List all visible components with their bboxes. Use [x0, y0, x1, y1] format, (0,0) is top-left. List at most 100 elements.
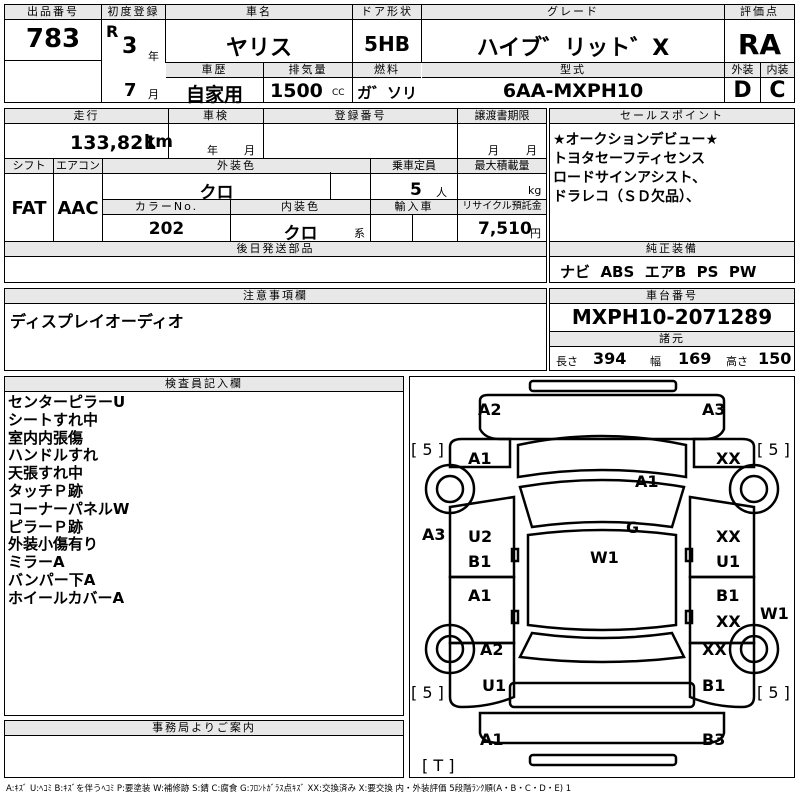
kg-unit: kg — [528, 184, 542, 197]
tire-rl-value: 5 — [422, 683, 433, 702]
width: 169 — [678, 349, 712, 368]
inspector-note: 天張すれ中 — [8, 464, 84, 483]
inspector-note: タッチＰ跡 — [8, 481, 84, 500]
selling-points: ★オークションデビュー★ トヨタセーフティセンス ロードサインアシスト、 ドラレ… — [553, 131, 718, 207]
exterior-label: 外装 — [725, 63, 760, 78]
later-parts-label: 後日発送部品 — [5, 242, 546, 257]
ac-label: エアコン — [54, 159, 102, 174]
height: 150 — [758, 349, 792, 368]
car-diagram — [409, 376, 795, 778]
car-outline — [424, 379, 780, 767]
transfer-label: 譲渡書期限 — [458, 109, 546, 124]
first-reg-year: 3 — [122, 34, 138, 59]
inspector-note: ホイールカバーA — [8, 588, 125, 607]
ac: AAC — [57, 198, 99, 219]
selling-point: ドラレコ（ＳＤ欠品）、 — [553, 189, 700, 205]
mark-sill-l: U1 — [482, 676, 507, 695]
selling-label: セールスポイント — [550, 109, 794, 124]
inspector-label: 検査員記入欄 — [5, 377, 403, 392]
selling-point: トヨタセーフティセンス — [553, 151, 706, 167]
genuine-equipment: ナビ ABS エアB PS PW — [560, 263, 757, 281]
mark-side-left: A3 — [422, 525, 446, 544]
selling-points-block — [549, 108, 795, 283]
exterior-grade: D — [733, 78, 752, 103]
chassis-number: MXPH10-2071289 — [571, 305, 773, 329]
office-block — [4, 720, 404, 778]
length: 394 — [593, 349, 627, 368]
mark-tire-fr: [ 5 ] — [757, 440, 790, 459]
inspector-note: コーナーパネルW — [8, 499, 130, 518]
width-label: 幅 — [650, 355, 661, 368]
first-reg-label: 初度登録 — [102, 5, 165, 20]
selling-point: ロードサインアシスト、 — [553, 170, 707, 186]
int-color: クロ — [283, 224, 318, 244]
fuel-label: 燃料 — [353, 63, 421, 78]
recycle: 7,510 — [478, 219, 532, 239]
inspector-note: バンパー下A — [8, 570, 96, 589]
inspector-note: 室内内張傷 — [8, 428, 84, 447]
mileage-label: 走行 — [5, 109, 168, 124]
door-type: 5HB — [364, 32, 410, 56]
details-block — [4, 108, 547, 283]
lot-label: 出品番号 — [5, 5, 101, 20]
inspector-note: ハンドルすれ — [8, 446, 99, 465]
inspector-notes: センターピラーU シートすれ中 室内内張傷 ハンドルすれ 天張すれ中 タッチＰ跡… — [8, 393, 130, 608]
import-label: 輸入車 — [371, 200, 457, 215]
mark-windshield: G — [626, 518, 640, 537]
history-label: 車歴 — [166, 63, 263, 78]
mark-roof: W1 — [590, 548, 619, 567]
legend: A:ｷｽﾞ U:ﾍｺﾐ B:ｷｽﾞを伴うﾍｺﾐ P:要塗装 W:補修跡 S:錆 … — [6, 784, 572, 794]
person-unit: 人 — [436, 186, 447, 199]
transfer-month-unit: 月 — [488, 144, 499, 157]
grade-label: グレード — [422, 5, 724, 20]
mark-hood: A1 — [635, 472, 659, 491]
chassis-block — [549, 288, 795, 371]
ext-color-label: 外装色 — [103, 159, 370, 174]
capacity-label: 乗車定員 — [371, 159, 457, 174]
shift-label: シフト — [5, 159, 53, 174]
reg-no-label: 登録番号 — [264, 109, 457, 124]
ext-color: クロ — [199, 183, 234, 203]
color-no: 202 — [148, 219, 185, 239]
inspector-note: センターピラーU — [8, 393, 126, 411]
car-name: ヤリス — [225, 36, 292, 61]
mark-fender-l: A1 — [468, 449, 492, 468]
kei-unit: 系 — [354, 227, 365, 240]
height-label: 高さ — [726, 355, 748, 368]
first-reg-month: 7 — [124, 80, 137, 101]
mark-side-right: W1 — [760, 604, 789, 623]
cc-unit: CC — [332, 88, 345, 98]
car-name-label: 車名 — [166, 5, 352, 20]
mark-trunk: [ T ] — [422, 756, 455, 775]
mark-door-fr-bot: U1 — [716, 552, 741, 571]
mark-qtr-l: A2 — [480, 640, 504, 659]
score: RA — [737, 28, 782, 61]
cautions-block — [4, 288, 547, 371]
era-r: R — [106, 22, 119, 41]
mark-front-right: A3 — [702, 400, 726, 419]
recycle-label: リサイクル預託金 — [458, 200, 546, 215]
color-no-label: カラーNo. — [103, 200, 230, 215]
tire-fr-value: 5 — [768, 440, 779, 459]
inspection-month-unit: 月 — [244, 144, 255, 157]
capacity: 5 — [410, 180, 422, 200]
model: 6AA-MXPH10 — [502, 80, 644, 102]
selling-point: ★オークションデビュー★ — [553, 132, 719, 148]
mark-tire-fl: [ 5 ] — [411, 440, 444, 459]
mark-sill-r: B1 — [702, 676, 726, 695]
mark-rear-left: A1 — [480, 730, 504, 749]
mark-qtr-r: XX — [702, 640, 727, 659]
model-label: 型式 — [422, 63, 724, 78]
year-unit: 年 — [148, 50, 159, 63]
history: 自家用 — [185, 84, 243, 106]
max-load-label: 最大積載量 — [458, 159, 546, 174]
cautions-label: 注意事項欄 — [5, 289, 546, 304]
int-color-label: 内装色 — [231, 200, 370, 215]
mark-door-rl: A1 — [468, 586, 492, 605]
tire-fl-value: 5 — [422, 440, 433, 459]
mark-fender-r: XX — [716, 449, 741, 468]
grade: ハイブ゛リット゛X — [476, 36, 670, 61]
interior-grade: C — [769, 78, 786, 103]
chassis-label: 車台番号 — [550, 289, 794, 304]
mileage: 133,821 — [70, 132, 157, 154]
